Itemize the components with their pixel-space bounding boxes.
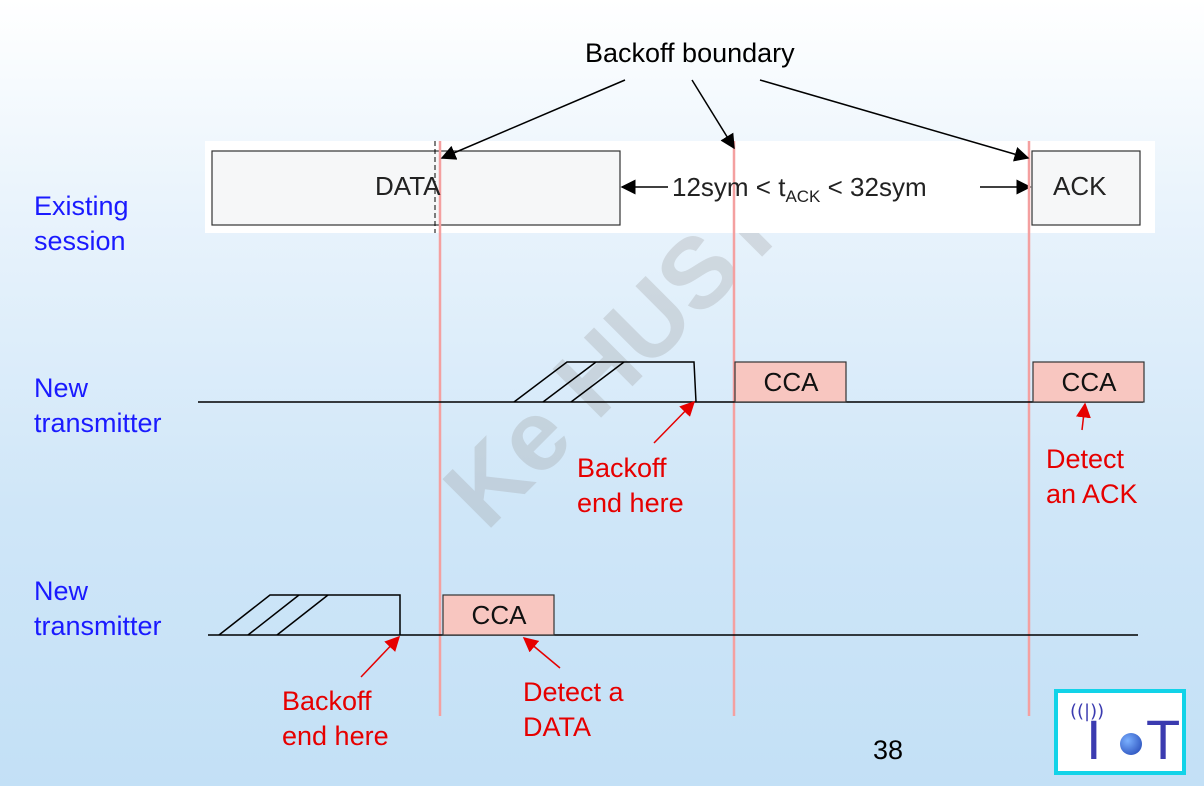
iot-logo: ((|)) I T bbox=[1054, 689, 1186, 775]
annotation-backoff-end-2: Backoff end here bbox=[282, 686, 389, 751]
wifi-waves-icon: ((|)) bbox=[1070, 701, 1105, 722]
cca-box-2 bbox=[442, 594, 555, 636]
interval-label: 12sym < tACK < 32sym bbox=[672, 172, 927, 207]
backoff-boundary-title: Backoff boundary bbox=[585, 38, 795, 68]
backoff-hatch-1a bbox=[542, 361, 597, 403]
page-number: 38 bbox=[873, 735, 904, 765]
boundary-arrow-1 bbox=[440, 79, 626, 160]
row-label-existing-session: Existing session bbox=[34, 191, 129, 256]
logo-text: I bbox=[1086, 708, 1104, 771]
interval-subscript: ACK bbox=[785, 187, 821, 207]
cca-label-1b: CCA bbox=[1061, 367, 1117, 397]
annotation-arrow-backoff-2 bbox=[360, 635, 401, 678]
cca-label-1a: CCA bbox=[763, 367, 819, 397]
annotation-backoff-end-1: Backoff end here bbox=[577, 453, 684, 518]
ack-frame-label: ACK bbox=[1053, 171, 1107, 201]
backoff-shape-1 bbox=[513, 361, 697, 403]
annotation-detect-data: Detect a DATA bbox=[523, 677, 624, 742]
backoff-hatch-2a bbox=[247, 594, 300, 636]
row-label-new-transmitter-2: New transmitter bbox=[34, 576, 162, 641]
row-label-new-transmitter-1: New transmitter bbox=[34, 373, 162, 438]
backoff-shape-2 bbox=[218, 594, 401, 636]
annotation-arrow-data bbox=[522, 637, 561, 669]
annotation-arrow-backoff-1 bbox=[653, 400, 696, 444]
cca-box-1b bbox=[1032, 361, 1145, 403]
logo-text-t: T bbox=[1146, 708, 1183, 771]
annotation-arrow-ack bbox=[1076, 402, 1091, 431]
data-frame bbox=[211, 150, 621, 226]
interval-right-text: < 32sym bbox=[820, 172, 927, 202]
cca-label-2: CCA bbox=[471, 600, 527, 630]
interval-left-text: 12sym < t bbox=[672, 172, 786, 202]
ack-frame bbox=[1031, 150, 1141, 226]
cca-box-1a bbox=[734, 361, 847, 403]
annotation-detect-ack: Detect an ACK bbox=[1046, 444, 1138, 509]
globe-icon bbox=[1120, 733, 1142, 755]
boundary-arrow-2 bbox=[691, 79, 735, 150]
backoff-hatch-2b bbox=[276, 594, 329, 636]
backoff-hatch-1b bbox=[570, 361, 625, 403]
boundary-arrow-3 bbox=[759, 79, 1030, 162]
data-frame-label: DATA bbox=[375, 171, 441, 201]
